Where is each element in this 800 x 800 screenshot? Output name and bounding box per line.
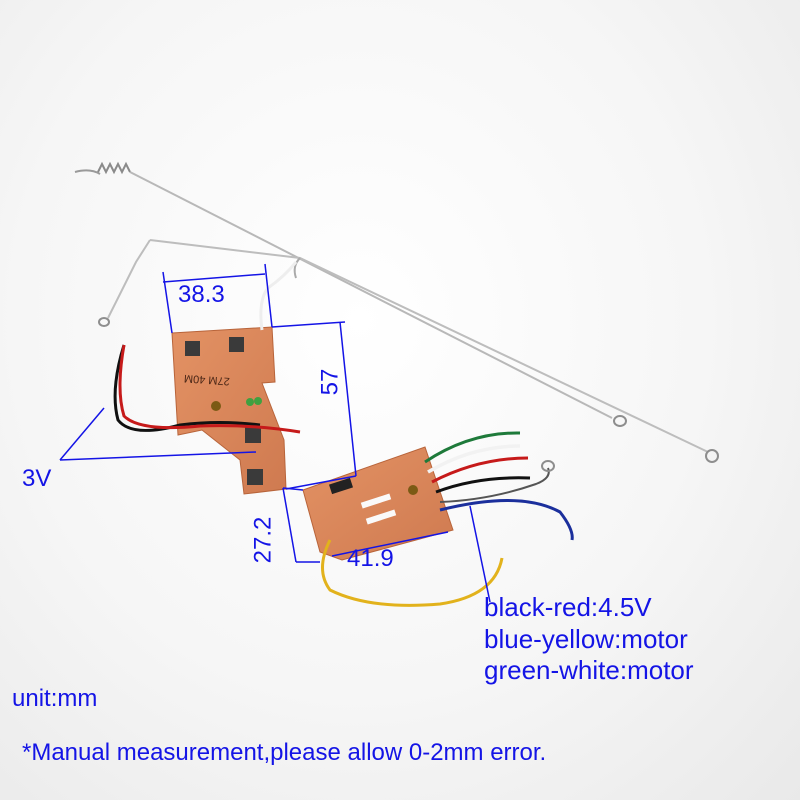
dim-label-rx-width: 41.9 bbox=[347, 545, 394, 572]
unit-label: unit:mm bbox=[12, 685, 98, 712]
tx-silkscreen: 27M 40M bbox=[184, 372, 231, 387]
tx-trimmer bbox=[211, 401, 221, 411]
antenna-spring bbox=[97, 161, 131, 175]
transmitter-board: 27M 40M bbox=[171, 261, 298, 495]
wire-black bbox=[435, 476, 531, 494]
dim-label-rx-height: 27.2 bbox=[249, 516, 277, 564]
voltage-pointer bbox=[59, 407, 105, 461]
legend-line: black-red:4.5V bbox=[484, 592, 652, 622]
tx-inductor bbox=[246, 398, 254, 406]
dimension-lines bbox=[59, 263, 491, 603]
tx-power-wires bbox=[113, 344, 301, 434]
wire-yellow bbox=[321, 539, 504, 607]
wire-white bbox=[427, 444, 521, 474]
wire-green bbox=[424, 431, 521, 464]
tx-button-4 bbox=[247, 469, 263, 485]
wire-red bbox=[431, 456, 529, 484]
rx-wires bbox=[321, 431, 574, 607]
tx-button-1 bbox=[185, 341, 200, 356]
dim-line-rx-height bbox=[282, 487, 297, 563]
tx-button-2 bbox=[229, 337, 244, 352]
wire-blue bbox=[439, 499, 574, 541]
dim-label-height: 57 bbox=[316, 368, 344, 396]
dim-label-width: 38.3 bbox=[178, 281, 225, 308]
dim-line-rx-width bbox=[331, 531, 449, 557]
receiver-board bbox=[302, 446, 454, 561]
measurement-note: *Manual measurement,please allow 0-2mm e… bbox=[22, 739, 547, 766]
rx-trimmer bbox=[408, 485, 418, 495]
tx-button-3 bbox=[245, 427, 261, 443]
antenna-wire-2 bbox=[98, 239, 719, 463]
rx-chip bbox=[328, 477, 354, 495]
voltage-label: 3V bbox=[22, 465, 52, 492]
legend-line: blue-yellow:motor bbox=[484, 624, 688, 654]
dim-line-height bbox=[339, 321, 357, 477]
legend-line: green-white:motor bbox=[484, 655, 694, 685]
antenna-wire bbox=[74, 161, 627, 427]
dim-line-width bbox=[162, 273, 266, 283]
